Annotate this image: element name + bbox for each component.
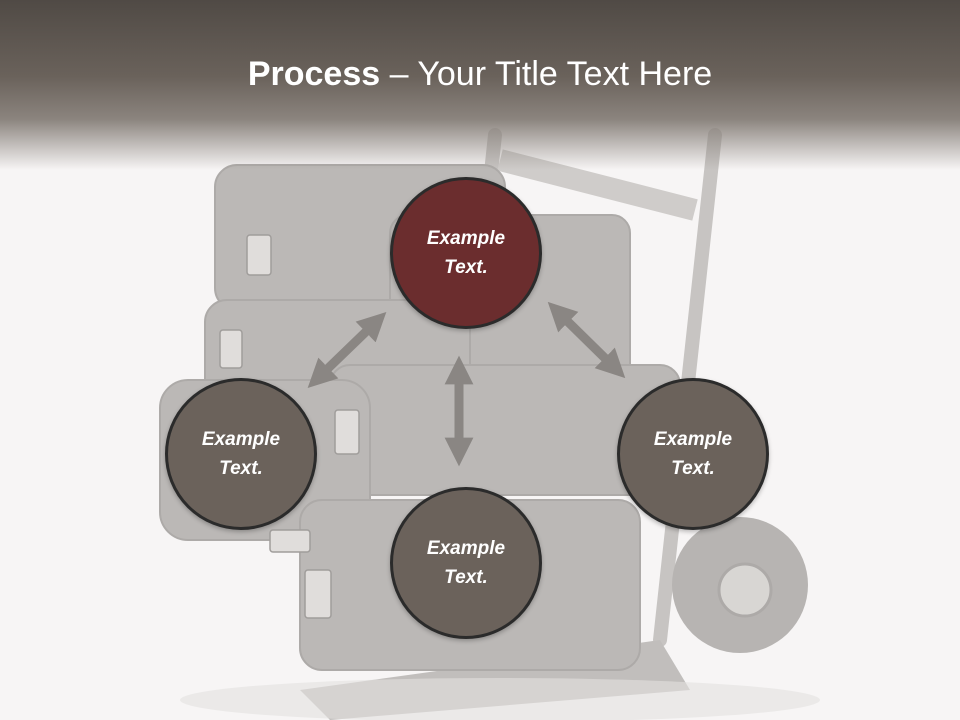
node-bottom-label: Example Text. (426, 538, 506, 588)
title-rest: Your Title Text Here (417, 55, 713, 93)
process-node-bottom: Example Text. (390, 487, 542, 639)
process-node-left: Example Text. (165, 378, 317, 530)
slide-title: Process – Your Title Text Here (0, 52, 960, 96)
title-separator: – (380, 55, 418, 93)
arrow-top-right (547, 301, 626, 379)
arrow-top-left (307, 311, 387, 389)
process-node-top: Example Text. (390, 177, 542, 329)
title-bar (0, 0, 960, 170)
title-bold: Process (247, 55, 381, 93)
process-node-right: Example Text. (617, 378, 769, 530)
node-top-label: Example Text. (426, 228, 506, 278)
node-right-label: Example Text. (653, 429, 733, 479)
node-left-label: Example Text. (201, 429, 281, 479)
